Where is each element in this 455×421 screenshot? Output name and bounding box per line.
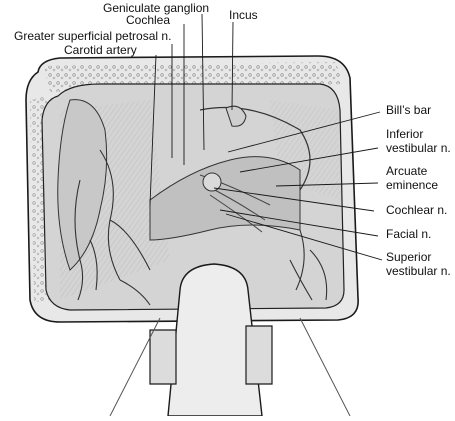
label-arcuate-2: eminence <box>386 178 439 192</box>
label-cochlea: Cochlea <box>126 13 171 27</box>
label-superior-vestibular-1: Superior <box>386 250 432 264</box>
label-carotid-artery: Carotid artery <box>64 43 137 57</box>
retractor-arm-right <box>245 325 273 385</box>
label-geniculate-ganglion: Geniculate ganglion <box>103 1 210 15</box>
label-inferior-vestibular-1: Inferior <box>386 127 424 141</box>
retractor-blade <box>167 263 263 417</box>
label-superior-vestibular-2: vestibular n. <box>386 264 451 278</box>
label-inferior-vestibular-2: vestibular n. <box>386 141 451 155</box>
label-cochlear-n: Cochlear n. <box>386 203 448 217</box>
label-greater-superficial-petrosal: Greater superficial petrosal n. <box>14 29 172 43</box>
label-bills-bar: Bill’s bar <box>386 103 432 117</box>
vessels <box>74 149 328 306</box>
leader-lines <box>149 13 383 261</box>
carotid-lobe <box>57 99 108 271</box>
label-arcuate-1: Arcuate <box>386 164 428 178</box>
incus-shape <box>225 105 247 127</box>
label-incus: Incus <box>229 8 258 22</box>
retractor-rail-right <box>299 317 351 417</box>
geniculate-ganglion-mark <box>202 172 222 192</box>
retractor-rail-left <box>109 317 161 417</box>
label-facial-n: Facial n. <box>386 227 432 241</box>
retractor-arm-left <box>149 329 177 385</box>
